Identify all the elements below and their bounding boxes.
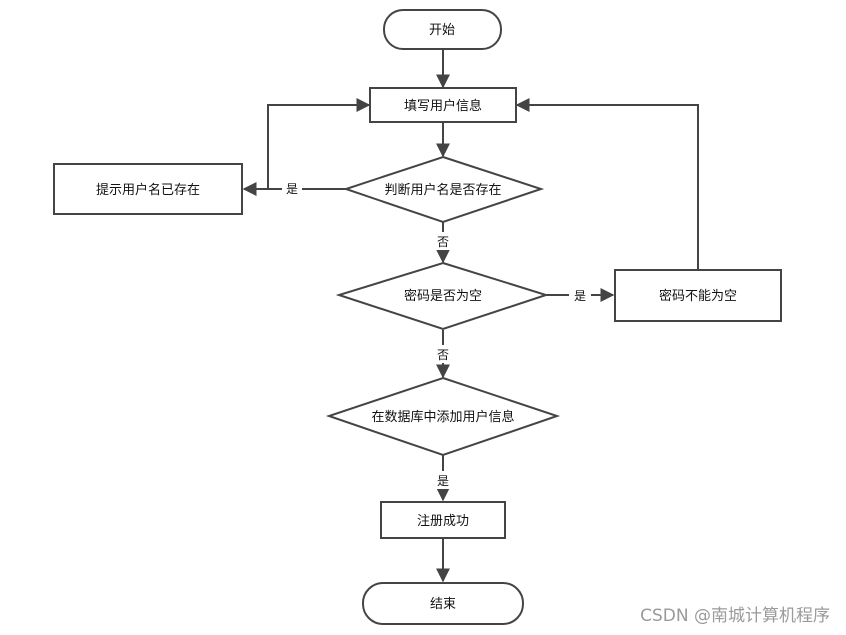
edge-label-pwd-yes: 是 — [574, 289, 586, 303]
check-password-label: 密码是否为空 — [404, 288, 482, 304]
end-terminal — [362, 582, 524, 625]
password-empty-label: 密码不能为空 — [659, 288, 737, 304]
add-db-decision — [325, 376, 561, 457]
check-username-label: 判断用户名是否存在 — [384, 182, 501, 198]
edge-label-user-yes: 是 — [286, 182, 298, 196]
edge-label-user-no: 否 — [437, 235, 449, 249]
check-password-decision — [335, 261, 550, 331]
check-username-decision — [342, 155, 545, 224]
edge-pwd-msg-back — [515, 98, 699, 270]
fill-info-label: 填写用户信息 — [404, 98, 482, 114]
password-empty-process — [614, 269, 782, 322]
end-label: 结束 — [430, 597, 456, 612]
success-process — [380, 501, 506, 539]
fill-info-process — [369, 87, 517, 123]
start-terminal — [383, 9, 502, 50]
edge-user-msg-back — [267, 98, 371, 189]
start-label: 开始 — [429, 23, 455, 38]
watermark-text: CSDN @南城计算机程序 — [640, 606, 830, 626]
success-label: 注册成功 — [417, 514, 469, 529]
edge-label-pwd-no: 否 — [437, 348, 449, 362]
username-exists-process — [53, 163, 243, 215]
username-exists-label: 提示用户名已存在 — [96, 182, 200, 198]
add-db-label: 在数据库中添加用户信息 — [371, 409, 514, 425]
edge-label-db-yes: 是 — [437, 474, 449, 488]
